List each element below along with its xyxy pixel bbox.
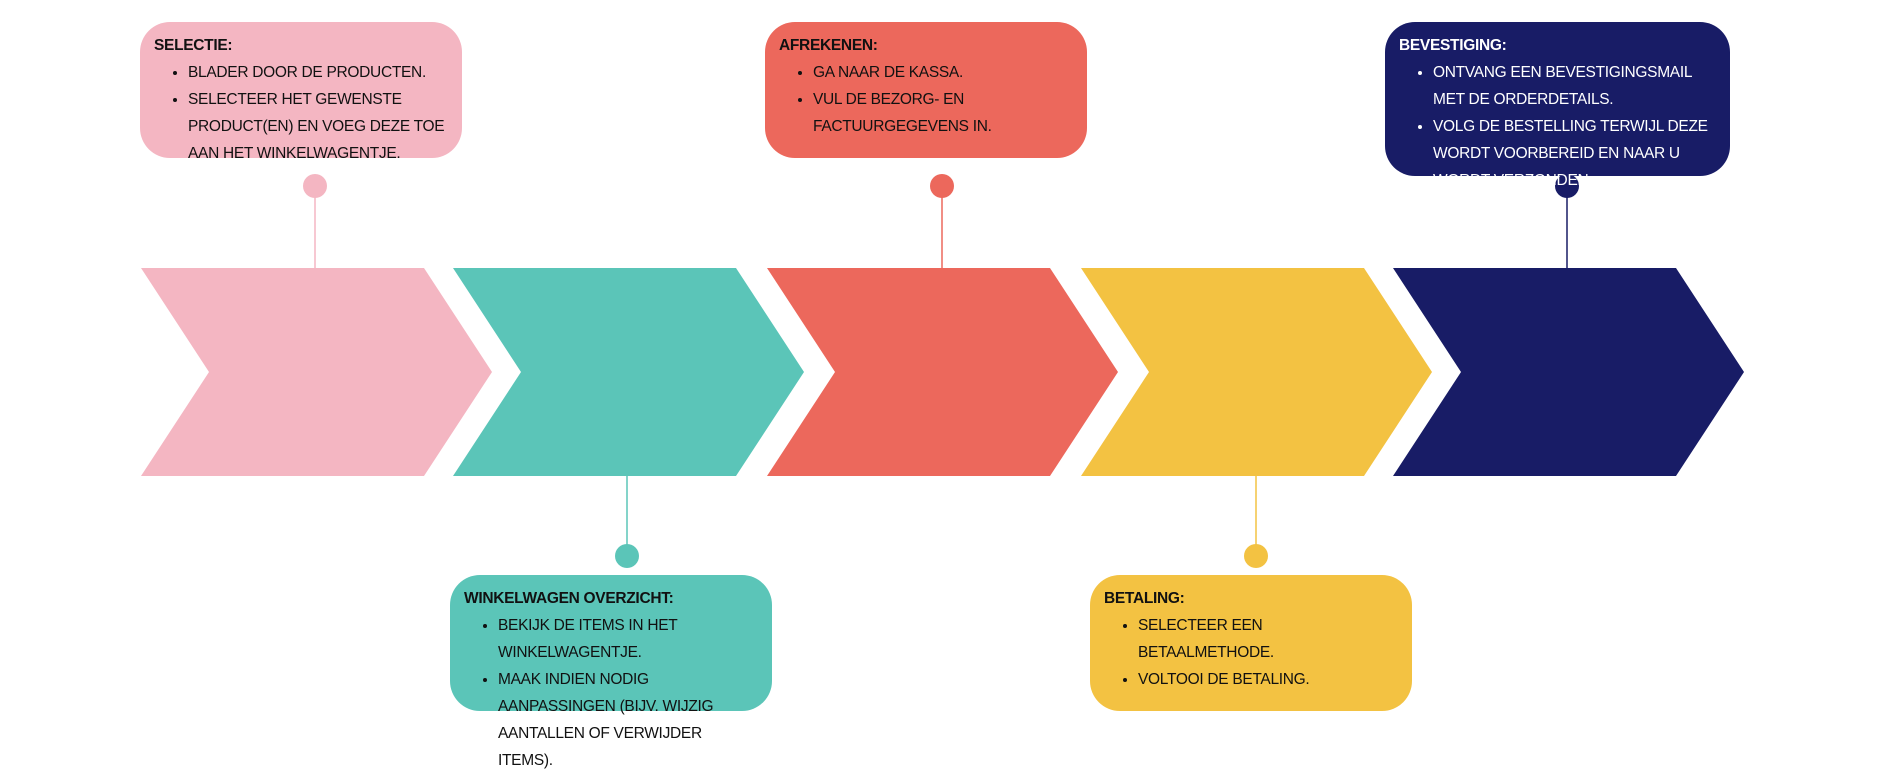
list-item: VOLTOOI DE BETALING. [1138, 666, 1398, 693]
list-item: GA NAAR DE KASSA. [813, 59, 1073, 86]
list-item: VUL DE BEZORG- EN FACTUURGEGEVENS IN. [813, 86, 1073, 140]
list-item: SELECTEER HET GEWENSTE PRODUCT(EN) EN VO… [188, 86, 448, 167]
chevron-step-2 [453, 268, 804, 476]
process-diagram [141, 174, 1744, 568]
connector-dot-step-4 [1244, 544, 1268, 568]
list-item: ONTVANG EEN BEVESTIGINGSMAIL MET DE ORDE… [1433, 59, 1716, 113]
callout-step-afrekenen: AFREKENEN: GA NAAR DE KASSA. VUL DE BEZO… [765, 22, 1087, 158]
list-item: BEKIJK DE ITEMS IN HET WINKELWAGENTJE. [498, 612, 758, 666]
chevron-step-4 [1081, 268, 1432, 476]
bullet-list: ONTVANG EEN BEVESTIGINGSMAIL MET DE ORDE… [1399, 59, 1716, 194]
callout-step-selectie: SELECTIE: BLADER DOOR DE PRODUCTEN. SELE… [140, 22, 462, 162]
callout-title: AFREKENEN: [779, 37, 878, 54]
connector-dot-step-2 [615, 544, 639, 568]
callout-title: WINKELWAGEN OVERZICHT: [464, 590, 674, 607]
callout-title: BETALING: [1104, 590, 1185, 607]
callout-step-bevestiging: BEVESTIGING: ONTVANG EEN BEVESTIGINGSMAI… [1385, 22, 1730, 189]
bullet-list: BLADER DOOR DE PRODUCTEN. SELECTEER HET … [154, 59, 448, 167]
list-item: VOLG DE BESTELLING TERWIJL DEZE WORDT VO… [1433, 113, 1716, 194]
callout-step-betaling: BETALING: SELECTEER EEN BETAALMETHODE. V… [1090, 575, 1412, 711]
list-item: SELECTEER EEN BETAALMETHODE. [1138, 612, 1398, 666]
list-item: MAAK INDIEN NODIG AANPASSINGEN (BIJV. WI… [498, 666, 758, 774]
list-item: BLADER DOOR DE PRODUCTEN. [188, 59, 448, 86]
connector-dot-step-3 [930, 174, 954, 198]
bullet-list: GA NAAR DE KASSA. VUL DE BEZORG- EN FACT… [779, 59, 1073, 140]
callout-title: SELECTIE: [154, 37, 233, 54]
bullet-list: SELECTEER EEN BETAALMETHODE. VOLTOOI DE … [1104, 612, 1398, 693]
callout-title: BEVESTIGING: [1399, 37, 1507, 54]
connector-dot-step-1 [303, 174, 327, 198]
bullet-list: BEKIJK DE ITEMS IN HET WINKELWAGENTJE. M… [464, 612, 758, 774]
chevron-step-1 [141, 268, 492, 476]
callout-step-winkelwagen-overzicht: WINKELWAGEN OVERZICHT: BEKIJK DE ITEMS I… [450, 575, 772, 769]
chevron-step-3 [767, 268, 1118, 476]
connector-dot-step-5 [1555, 174, 1579, 198]
chevron-step-5 [1393, 268, 1744, 476]
